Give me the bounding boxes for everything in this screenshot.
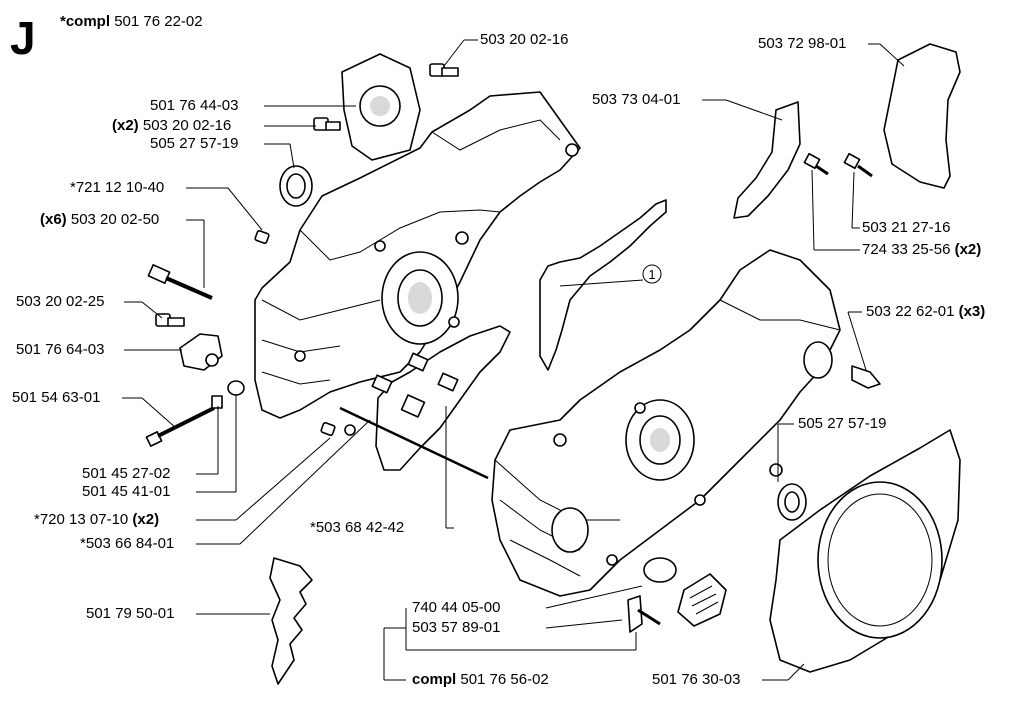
part-label: 503 20 02-16 — [480, 31, 568, 48]
oil-cap — [627, 557, 727, 633]
air-duct — [883, 43, 961, 189]
seal-right — [777, 483, 807, 521]
part-label: 501 76 44-03 — [150, 97, 238, 114]
chain-catcher — [269, 557, 313, 685]
part-label: compl 501 76 56-02 — [412, 671, 549, 688]
oil-pipe — [339, 406, 489, 480]
part-label: 724 33 25-56 (x2) — [862, 241, 981, 258]
washer-2 — [227, 380, 245, 396]
adjust-screw — [145, 406, 215, 447]
screws-x2 — [313, 117, 341, 131]
part-label: 503 22 62-01 (x3) — [866, 303, 985, 320]
callout-1-circle — [642, 264, 662, 284]
crankcase-gasket — [539, 199, 667, 371]
part-label: 503 21 27-16 — [862, 219, 950, 236]
screw-top — [429, 63, 459, 77]
small-screws — [803, 152, 873, 178]
part-label: *720 13 07-10 (x2) — [34, 511, 159, 528]
fan-housing — [769, 429, 961, 673]
part-label: 503 73 04-01 — [592, 91, 680, 108]
left-crankcase-half — [254, 91, 581, 436]
seal-left — [279, 165, 313, 207]
part-label: 501 45 27-02 — [82, 465, 170, 482]
pump-cover — [341, 53, 421, 161]
part-label: *503 68 42-42 — [310, 519, 404, 536]
part-label: 505 27 57-19 — [150, 135, 238, 152]
part-label: *721 12 10-40 — [70, 179, 164, 196]
part-label: 740 44 05-00 — [412, 599, 500, 616]
callout-1-number: 1 — [648, 267, 655, 282]
spring-clip — [851, 365, 881, 389]
part-label: (x2) 503 20 02-16 — [112, 117, 231, 134]
part-label: 501 76 64-03 — [16, 341, 104, 358]
leader-lines — [122, 39, 905, 681]
part-label: 505 27 57-19 — [798, 415, 886, 432]
deflector-plate — [733, 101, 801, 219]
dowel-pin-bottom — [320, 422, 336, 436]
part-label: 501 76 30-03 — [652, 671, 740, 688]
part-label: (x6) 503 20 02-50 — [40, 211, 159, 228]
part-label: 501 54 63-01 — [12, 389, 100, 406]
dowel-pin-top — [254, 230, 270, 244]
assembly-label: *compl 501 76 22-02 — [60, 13, 203, 30]
screw-short — [155, 313, 185, 327]
part-label: 501 45 41-01 — [82, 483, 170, 500]
long-bolt — [147, 264, 213, 300]
cylinder-bolts — [371, 352, 459, 418]
part-label: 503 72 98-01 — [758, 35, 846, 52]
section-letter: J — [10, 12, 36, 64]
part-label: 503 57 89-01 — [412, 619, 500, 636]
part-label: 501 79 50-01 — [86, 605, 174, 622]
bushing — [179, 333, 223, 371]
right-crankcase-half — [491, 249, 841, 597]
part-label: *503 66 84-01 — [80, 535, 174, 552]
part-label: 503 20 02-25 — [16, 293, 104, 310]
washer-1 — [211, 395, 223, 409]
